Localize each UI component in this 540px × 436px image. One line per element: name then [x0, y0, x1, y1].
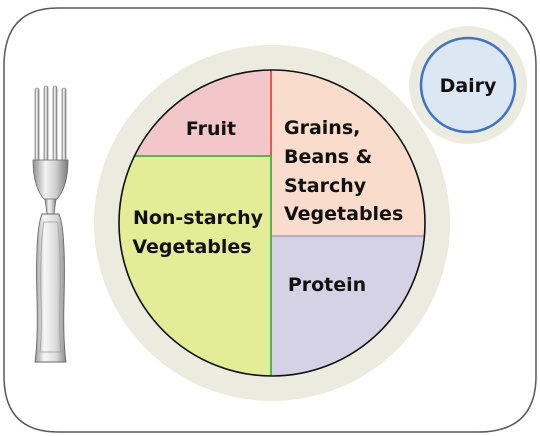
fruit-label: Fruit [186, 118, 236, 140]
plate-outline [118, 69, 426, 377]
grains-label-line-4: Vegetables [284, 203, 403, 225]
grains-label-line-1: Grains, [284, 117, 360, 139]
protein-label: Protein [288, 274, 366, 296]
fork-icon [32, 85, 69, 363]
dairy-label: Dairy [440, 75, 497, 97]
nonstarchy-label-line-1: Non-starchy [133, 207, 264, 229]
nonstarchy-label-line-2: Vegetables [132, 236, 251, 258]
grains-label-line-2: Beans & [284, 146, 372, 168]
dairy-cup-ring [419, 36, 517, 134]
dairy-cup [421, 38, 515, 132]
grains-label: Grains, Beans & Starchy Vegetables [284, 117, 403, 225]
nonstarchy-label: Non-starchy Vegetables [132, 207, 263, 258]
grains-label-line-3: Starchy [284, 175, 367, 197]
